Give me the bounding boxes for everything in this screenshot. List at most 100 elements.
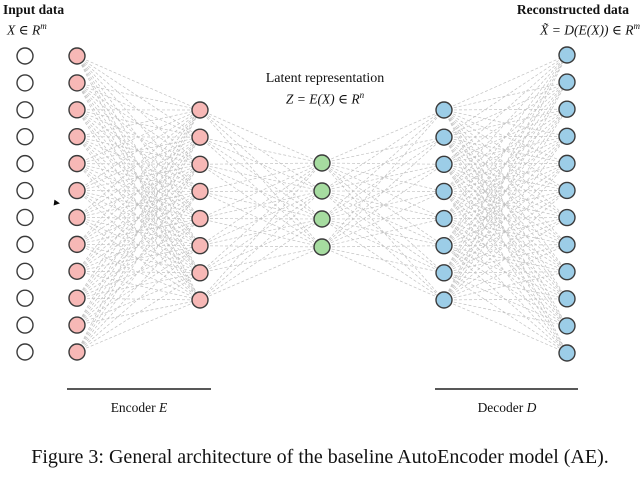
network-edge — [199, 162, 323, 165]
encoder-hidden-1-node — [68, 316, 86, 334]
reconstructed-data-math: X̃ = D(E(X)) ∈ Rm — [540, 21, 640, 38]
network-edge — [321, 191, 445, 248]
network-edge — [443, 135, 568, 165]
network-edge — [321, 109, 445, 164]
network-edge — [199, 162, 323, 274]
network-edge — [443, 271, 568, 301]
decoder-hidden-1-node — [435, 128, 453, 146]
encoder-hidden-1-node — [68, 74, 86, 92]
encoder-hidden-2-node — [191, 182, 209, 201]
network-edge — [321, 163, 445, 248]
decoder-output-layer-node — [558, 290, 576, 308]
network-edge — [76, 164, 201, 353]
reconstructed-data-label-block: Reconstructed data X̃ = D(E(X)) ∈ Rm — [517, 1, 640, 39]
network-edge — [443, 54, 568, 165]
network-edge — [76, 109, 201, 299]
input-layer-node — [16, 154, 34, 173]
network-edge — [76, 109, 201, 326]
encoder-hidden-1-node — [68, 262, 86, 280]
input-layer-node — [16, 289, 34, 307]
encoder-hidden-2-node — [191, 101, 209, 119]
network-edge — [443, 298, 568, 301]
network-edge — [199, 218, 323, 301]
latent-layer-node — [313, 238, 331, 256]
mouse-cursor-icon — [53, 199, 61, 207]
network-edge — [199, 163, 323, 192]
network-edge — [321, 162, 445, 247]
network-edge — [443, 244, 568, 301]
network-edge — [321, 190, 445, 274]
network-edge — [443, 54, 568, 274]
network-edge — [443, 54, 568, 138]
encoder-section-line — [67, 388, 211, 390]
network-edge — [199, 191, 323, 248]
network-edge — [199, 246, 323, 301]
network-edge — [199, 245, 323, 248]
input-layer-node — [16, 208, 34, 227]
network-edge — [321, 191, 445, 220]
network-edge — [443, 108, 568, 301]
input-layer-node — [16, 47, 34, 65]
network-edge — [443, 54, 568, 219]
decoder-section-line — [435, 388, 578, 390]
decoder-hidden-1-node — [435, 155, 453, 173]
network-edge — [76, 191, 201, 353]
decoder-label: Decoder D — [477, 400, 537, 415]
network-edge — [443, 299, 568, 327]
network-edge — [199, 162, 323, 192]
network-edge — [443, 81, 568, 274]
input-layer-node — [16, 101, 34, 119]
decoder-hidden-1-node — [435, 237, 453, 255]
network-edge — [76, 109, 201, 218]
network-edge — [199, 109, 323, 248]
network-edge — [76, 163, 201, 245]
encoder-hidden-1-node — [68, 343, 86, 361]
network-edge — [443, 81, 568, 219]
encoder-hidden-2-node — [191, 237, 209, 255]
network-edge — [76, 164, 201, 326]
network-edge — [76, 109, 201, 138]
network-edge — [76, 109, 201, 272]
network-edge — [321, 109, 445, 248]
encoder-hidden-1-node — [68, 128, 86, 146]
network-edge — [321, 218, 445, 248]
decoder-output-layer-node — [558, 46, 576, 64]
network-edge — [199, 136, 323, 192]
decoder-output-layer-node — [558, 344, 576, 362]
network-edge — [321, 162, 445, 301]
network-edge — [76, 82, 201, 111]
network-edge — [76, 136, 201, 353]
network-edge — [443, 54, 568, 192]
input-data-math: X ∈ Rm — [7, 21, 47, 38]
network-edge — [443, 81, 568, 111]
network-edge — [443, 299, 568, 354]
network-edge — [321, 218, 445, 247]
network-edge — [76, 299, 201, 326]
network-edge — [199, 191, 323, 220]
network-edge — [321, 136, 445, 164]
encoder-hidden-1-node — [68, 235, 86, 254]
network-edge — [443, 191, 568, 273]
encoder-hidden-2-node — [191, 155, 209, 173]
reconstructed-data-title: Reconstructed data — [516, 2, 629, 17]
decoder-output-layer-node — [558, 100, 576, 118]
decoder-output-layer-node — [558, 263, 576, 281]
network-edge — [443, 136, 568, 301]
network-edge — [76, 109, 201, 353]
encoder-hidden-1-node — [68, 208, 86, 227]
input-layer-node — [16, 74, 34, 92]
network-edge — [199, 190, 323, 274]
encoder-label: Encoder E — [110, 400, 168, 415]
decoder-hidden-1-node — [435, 182, 453, 201]
encoder-hidden-1-node — [68, 181, 86, 200]
encoder-hidden-2-node — [191, 291, 209, 309]
latent-layer-node — [313, 154, 331, 172]
decoder-hidden-1-node — [435, 291, 453, 309]
decoder-hidden-1-node — [435, 101, 453, 119]
network-edge — [443, 54, 568, 111]
network-edge — [199, 218, 323, 248]
network-edge — [199, 162, 323, 219]
network-edge — [199, 163, 323, 248]
network-edge — [76, 272, 201, 353]
